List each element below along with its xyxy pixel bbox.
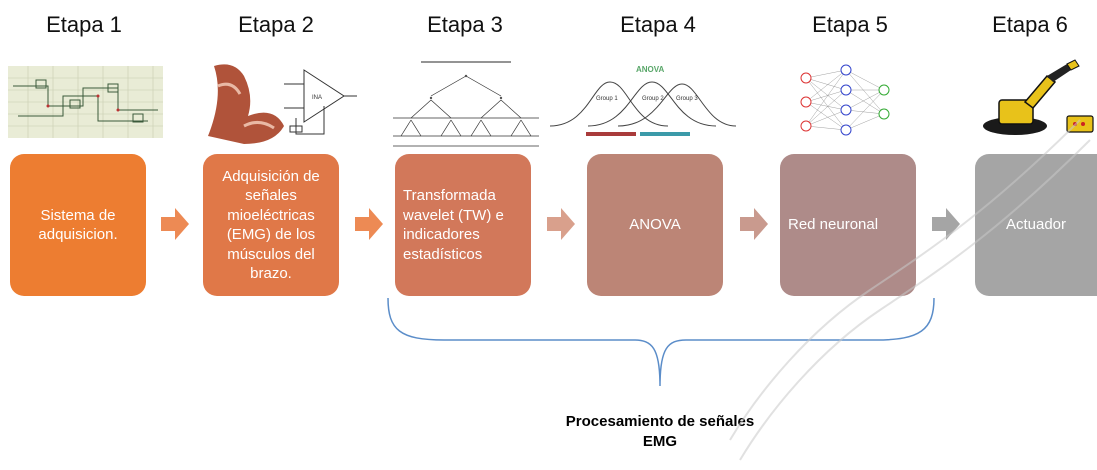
svg-text:INA: INA bbox=[312, 95, 322, 101]
stage-title-6: Etapa 6 bbox=[992, 12, 1068, 37]
arrow-right-icon bbox=[932, 208, 960, 240]
arm-emg-amplifier-icon: INA bbox=[204, 56, 359, 148]
stage-box-6: Actuador bbox=[975, 154, 1097, 296]
anova-curves-icon: ANOVA Group 1 Group 2 Group 3 bbox=[548, 60, 738, 152]
circuit-schematic-icon bbox=[8, 66, 163, 138]
stage-title-2: Etapa 2 bbox=[238, 12, 314, 37]
stage-box-2: Adquisición de señales mioeléctricas (EM… bbox=[203, 154, 339, 296]
neural-network-icon bbox=[796, 56, 896, 148]
stage-box-5: Red neuronal bbox=[780, 154, 916, 296]
wavelet-tree-icon bbox=[391, 56, 541, 152]
stage-title-5: Etapa 5 bbox=[812, 12, 888, 37]
stage-box-1: Sistema de adquisicion. bbox=[10, 154, 146, 296]
stage-box-3: Transformada wavelet (TW) e indicadores … bbox=[395, 154, 531, 296]
arrow-right-icon bbox=[740, 208, 768, 240]
anova-group-2-label: Group 2 bbox=[642, 96, 664, 102]
anova-group-3-label: Group 3 bbox=[676, 96, 698, 102]
stage-title-3: Etapa 3 bbox=[427, 12, 503, 37]
stage-title-1: Etapa 1 bbox=[46, 12, 122, 37]
brace-label: Procesamiento de señales EMG bbox=[565, 413, 755, 451]
arrow-right-icon bbox=[355, 208, 383, 240]
anova-image-title: ANOVA bbox=[636, 65, 665, 74]
curly-brace-icon bbox=[387, 297, 935, 387]
arrow-right-icon bbox=[161, 208, 189, 240]
stage-box-4: ANOVA bbox=[587, 154, 723, 296]
anova-group-1-label: Group 1 bbox=[596, 96, 618, 102]
arrow-right-icon bbox=[547, 208, 575, 240]
stage-title-4: Etapa 4 bbox=[620, 12, 696, 37]
robotic-arm-icon bbox=[975, 56, 1097, 150]
